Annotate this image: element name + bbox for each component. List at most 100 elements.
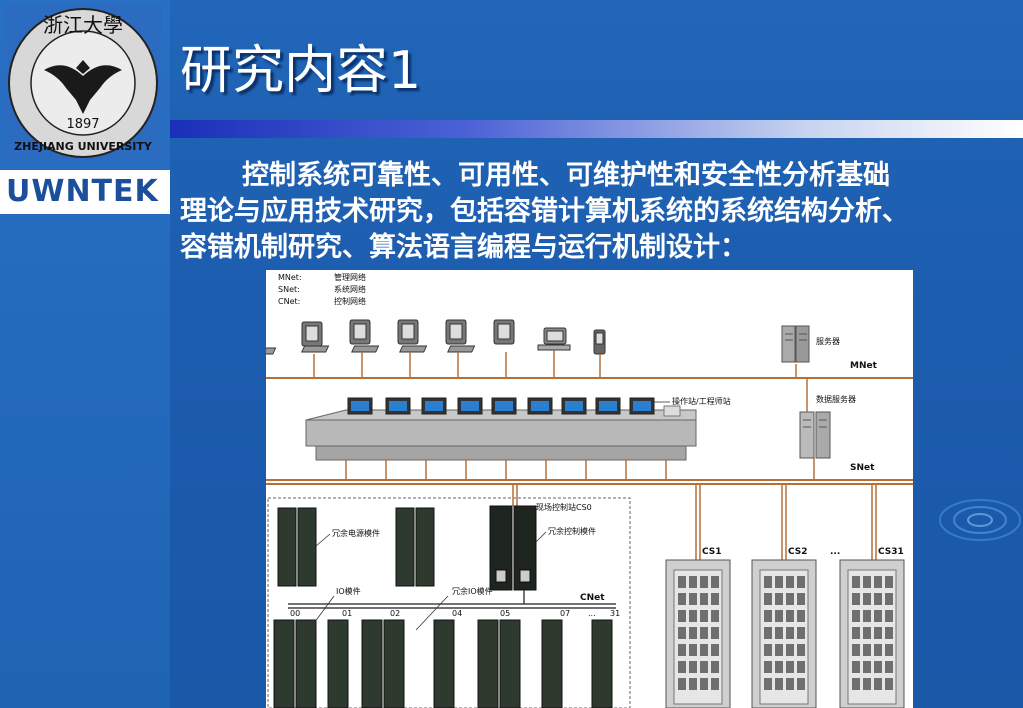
legend-key-mnet: MNet:: [278, 273, 302, 282]
rack-module: [863, 678, 871, 690]
data-server-label: 数据服务器: [816, 394, 856, 404]
rack-module: [874, 627, 882, 639]
rack-module: [885, 593, 893, 605]
body-paragraph: 控制系统可靠性、可用性、可维护性和安全性分析基础 理论与应用技术研究，包括容错计…: [180, 158, 1023, 266]
rack-module: [678, 576, 686, 588]
rack-module: [885, 576, 893, 588]
legend-key-snet: SNet:: [278, 285, 300, 294]
data-server-icon: [799, 411, 831, 459]
rack-module: [689, 576, 697, 588]
rack-module: [874, 644, 882, 656]
system-architecture-diagram: MNet: 管理网络 SNet: 系统网络 CNet: 控制网络: [266, 270, 913, 708]
cnet-label: CNet: [580, 593, 605, 603]
rack-module: [852, 610, 860, 622]
university-seal-icon: 浙江大學 1897 ZHEJIANG UNIVERSITY: [4, 4, 162, 162]
brand-logo-text: UWNTEK: [6, 174, 159, 209]
seal-year: 1897: [66, 117, 99, 132]
rack-module: [852, 661, 860, 673]
station-label: 操作站/工程师站: [672, 396, 731, 406]
paragraph-line-3: 容错机制研究、算法语言编程与运行机制设计：: [180, 232, 747, 263]
laptop-icon: [537, 327, 571, 351]
rack-module: [797, 576, 805, 588]
rack-module: [711, 661, 719, 673]
rack-module: [689, 610, 697, 622]
rack-module: [775, 576, 783, 588]
slot-label: 01: [342, 609, 352, 618]
rack-module: [678, 593, 686, 605]
rack-module: [797, 627, 805, 639]
rack-module: [775, 678, 783, 690]
slot-label: ...: [588, 609, 596, 618]
rack-module: [863, 627, 871, 639]
cabinet-cs2: [751, 559, 817, 708]
power-modules: [277, 507, 317, 587]
slot-label: 00: [290, 609, 300, 618]
cabinet-cs31: [839, 559, 905, 708]
slot-label: 02: [390, 609, 400, 618]
rack-module: [689, 627, 697, 639]
rack-module: [852, 627, 860, 639]
seal-bottom-text: ZHEJIANG UNIVERSITY: [14, 140, 153, 153]
rack-module: [885, 678, 893, 690]
rack-module: [885, 627, 893, 639]
brand-logo: UWNTEK: [0, 170, 170, 214]
power-modules-2: [395, 507, 435, 587]
rack-module: [764, 678, 772, 690]
snet-label: SNet: [850, 463, 875, 473]
rack-module: [863, 644, 871, 656]
rack-module: [689, 678, 697, 690]
redundant-power-label: 冗余电源模件: [332, 528, 380, 538]
rack-module: [874, 661, 882, 673]
rack-module: [764, 576, 772, 588]
rack-module: [678, 678, 686, 690]
redundant-io-label: 冗余IO模件: [452, 586, 493, 596]
rack-module: [689, 661, 697, 673]
rack-module: [863, 593, 871, 605]
slot-labels: 00 01 02 04 05 07 ... 31: [290, 609, 620, 618]
rack-module: [700, 627, 708, 639]
slide-title: 研究内容1: [180, 41, 422, 101]
rack-module: [678, 610, 686, 622]
rack-module: [786, 644, 794, 656]
field-station-label: 现场控制站CS0: [536, 502, 592, 512]
rack-module: [700, 610, 708, 622]
rack-module: [775, 644, 783, 656]
cabinet-label: CS2: [788, 547, 808, 557]
rack-module: [863, 661, 871, 673]
rack-module: [874, 576, 882, 588]
rack-module: [764, 610, 772, 622]
rack-module: [874, 678, 882, 690]
rack-module: [786, 678, 794, 690]
control-modules: [489, 505, 537, 591]
rack-module: [797, 610, 805, 622]
legend: MNet: 管理网络 SNet: 系统网络 CNet: 控制网络: [278, 272, 366, 306]
slot-label: 31: [610, 609, 620, 618]
slot-label: 05: [500, 609, 510, 618]
rack-module: [775, 593, 783, 605]
rack-module: [786, 593, 794, 605]
redundant-control-label: 冗余控制模件: [548, 526, 596, 536]
workstation-computers: [266, 319, 606, 355]
legend-value-cnet: 控制网络: [334, 296, 366, 306]
rack-module: [797, 678, 805, 690]
rack-module: [874, 593, 882, 605]
cabinet-cs1: [665, 559, 731, 708]
rack-module: [797, 593, 805, 605]
pc-icon: [266, 321, 323, 355]
rack-module: [885, 644, 893, 656]
rack-module: [711, 593, 719, 605]
mnet-label: MNet: [850, 361, 878, 371]
rack-module: [700, 661, 708, 673]
rack-module: [775, 661, 783, 673]
pc-icon: [351, 319, 419, 353]
rack-module: [711, 627, 719, 639]
rack-module: [797, 661, 805, 673]
computer-drop-lines: [313, 350, 797, 378]
rack-module: [852, 644, 860, 656]
rack-module: [678, 644, 686, 656]
rack-module: [885, 661, 893, 673]
rack-module: [711, 610, 719, 622]
rack-module: [885, 610, 893, 622]
rack-module: [700, 593, 708, 605]
rack-module: [711, 644, 719, 656]
